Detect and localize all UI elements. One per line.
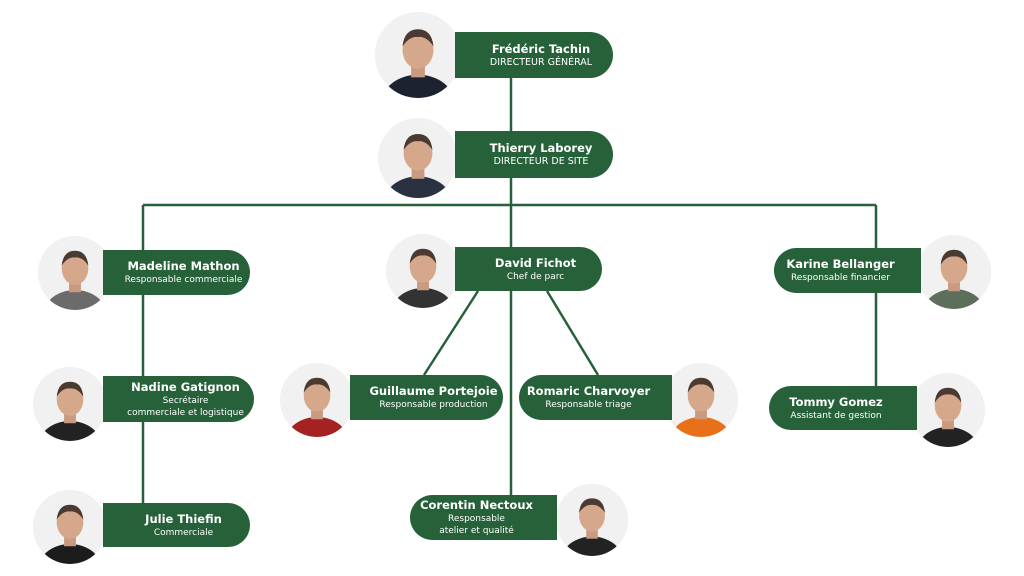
person-role-line2: atelier et qualité <box>439 526 514 536</box>
person-role: Commerciale <box>153 527 214 538</box>
person-name: Nadine Gatignon <box>131 379 240 394</box>
avatar-icon <box>280 363 354 437</box>
nadine-photo <box>33 367 107 441</box>
avatar-icon <box>33 367 107 441</box>
person-name: David Fichot <box>494 255 577 270</box>
person-role: Secrétaire <box>162 395 209 406</box>
avatar-icon <box>664 363 738 437</box>
avatar-icon <box>911 373 985 447</box>
avatar-icon <box>386 234 460 308</box>
person-name: Tommy Gomez <box>789 394 883 409</box>
avatar-icon <box>375 12 461 98</box>
corentin-photo <box>556 484 628 556</box>
avatar-icon <box>33 490 107 564</box>
person-role: Responsable triage <box>545 400 632 410</box>
julie-photo <box>33 490 107 564</box>
frederic-photo <box>375 12 461 98</box>
person-role: Assistant de gestion <box>790 410 882 421</box>
avatar-icon <box>556 484 628 556</box>
person-role: DIRECTEUR GÉNÉRAL <box>489 56 593 68</box>
person-name: Julie Thiefin <box>145 511 222 526</box>
david-photo <box>386 234 460 308</box>
guillaume-photo <box>280 363 354 437</box>
avatar-icon <box>38 236 112 310</box>
romaric-photo <box>664 363 738 437</box>
person-name: Madeline Mathon <box>127 259 240 273</box>
tommy-photo <box>911 373 985 447</box>
person-name: Karine Bellanger <box>786 257 895 271</box>
person-role: Responsable <box>448 514 505 524</box>
person-name: Romaric Charvoyer <box>526 384 651 398</box>
person-role: Responsable financier <box>790 273 891 283</box>
avatar-icon <box>917 235 991 309</box>
madeline-photo <box>38 236 112 310</box>
karine-photo <box>917 235 991 309</box>
person-role: DIRECTEUR DE SITE <box>493 156 589 167</box>
person-name: Corentin Nectoux <box>420 498 533 512</box>
connector-line <box>422 290 480 376</box>
connector-line <box>545 290 600 376</box>
person-role: Responsable production <box>379 400 488 410</box>
person-name: Thierry Laborey <box>489 141 593 155</box>
person-role: Responsable commerciale <box>124 275 243 285</box>
person-role: Chef de parc <box>506 271 565 282</box>
person-role-line2: commerciale et logistique <box>127 407 244 418</box>
person-name: Frédéric Tachin <box>491 41 591 56</box>
avatar-icon <box>378 118 458 198</box>
person-name: Guillaume Portejoie <box>369 384 498 398</box>
thierry-photo <box>378 118 458 198</box>
